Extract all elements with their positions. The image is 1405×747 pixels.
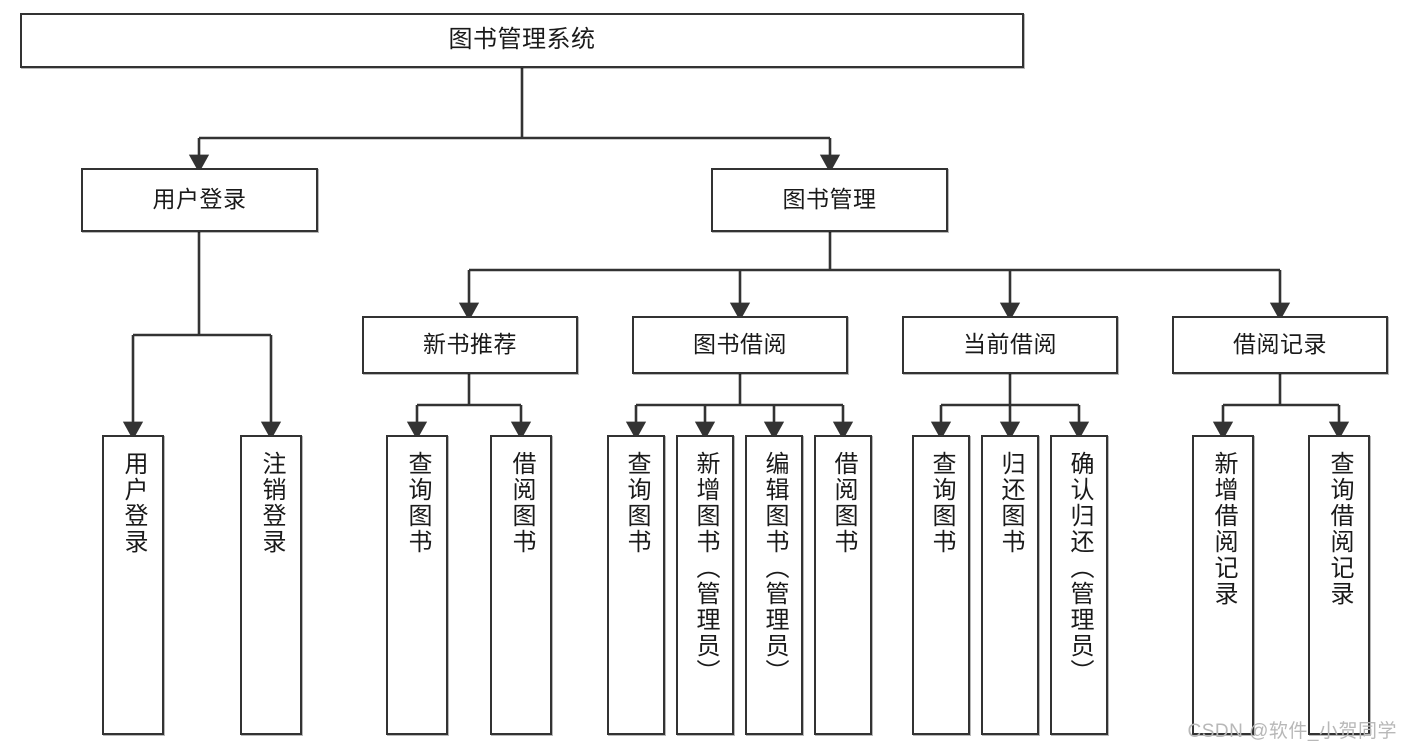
- leaf-bb-query-book[interactable]: 查询图书: [607, 435, 665, 735]
- leaf-bb-query-book-label: 查询图书: [623, 451, 650, 555]
- leaf-bb-edit-book[interactable]: 编辑图书（管理员）: [745, 435, 803, 735]
- leaf-br-add-record-label: 新增借阅记录: [1210, 451, 1237, 607]
- node-book-management-label: 图书管理: [782, 186, 877, 213]
- node-current-borrow[interactable]: 当前借阅: [902, 316, 1118, 374]
- leaf-nb-query-book-label: 查询图书: [404, 451, 431, 555]
- node-new-book-recommend[interactable]: 新书推荐: [362, 316, 578, 374]
- leaf-cb-query-book-label: 查询图书: [928, 451, 955, 555]
- leaf-br-query-record[interactable]: 查询借阅记录: [1308, 435, 1370, 735]
- leaf-br-add-record[interactable]: 新增借阅记录: [1192, 435, 1254, 735]
- leaf-bb-borrow-book-label: 借阅图书: [830, 451, 857, 555]
- node-borrow-record-label: 借阅记录: [1233, 331, 1327, 358]
- leaf-logout[interactable]: 注销登录: [240, 435, 302, 735]
- leaf-logout-label: 注销登录: [258, 451, 285, 555]
- leaf-cb-return-book[interactable]: 归还图书: [981, 435, 1039, 735]
- leaf-cb-confirm-return-label: 确认归还（管理员）: [1066, 451, 1093, 685]
- leaf-br-query-record-label: 查询借阅记录: [1326, 451, 1353, 607]
- leaf-nb-query-book[interactable]: 查询图书: [386, 435, 448, 735]
- leaf-cb-query-book[interactable]: 查询图书: [912, 435, 970, 735]
- leaf-bb-edit-book-label: 编辑图书（管理员）: [761, 451, 788, 685]
- node-book-borrow[interactable]: 图书借阅: [632, 316, 848, 374]
- node-root-system-label: 图书管理系统: [448, 26, 596, 54]
- leaf-bb-add-book[interactable]: 新增图书（管理员）: [676, 435, 734, 735]
- node-root-system[interactable]: 图书管理系统: [20, 13, 1024, 68]
- leaf-user-login-label: 用户登录: [120, 451, 147, 555]
- leaf-bb-add-book-label: 新增图书（管理员）: [692, 451, 719, 685]
- leaf-nb-borrow-book-label: 借阅图书: [508, 451, 535, 555]
- leaf-cb-confirm-return[interactable]: 确认归还（管理员）: [1050, 435, 1108, 735]
- node-new-book-recommend-label: 新书推荐: [423, 331, 517, 358]
- node-user-login[interactable]: 用户登录: [81, 168, 318, 232]
- leaf-bb-borrow-book[interactable]: 借阅图书: [814, 435, 872, 735]
- node-current-borrow-label: 当前借阅: [963, 331, 1057, 358]
- leaf-user-login[interactable]: 用户登录: [102, 435, 164, 735]
- node-book-borrow-label: 图书借阅: [693, 331, 787, 358]
- leaf-nb-borrow-book[interactable]: 借阅图书: [490, 435, 552, 735]
- node-user-login-label: 用户登录: [152, 186, 247, 213]
- node-borrow-record[interactable]: 借阅记录: [1172, 316, 1388, 374]
- node-book-management[interactable]: 图书管理: [711, 168, 948, 232]
- leaf-cb-return-book-label: 归还图书: [997, 451, 1024, 555]
